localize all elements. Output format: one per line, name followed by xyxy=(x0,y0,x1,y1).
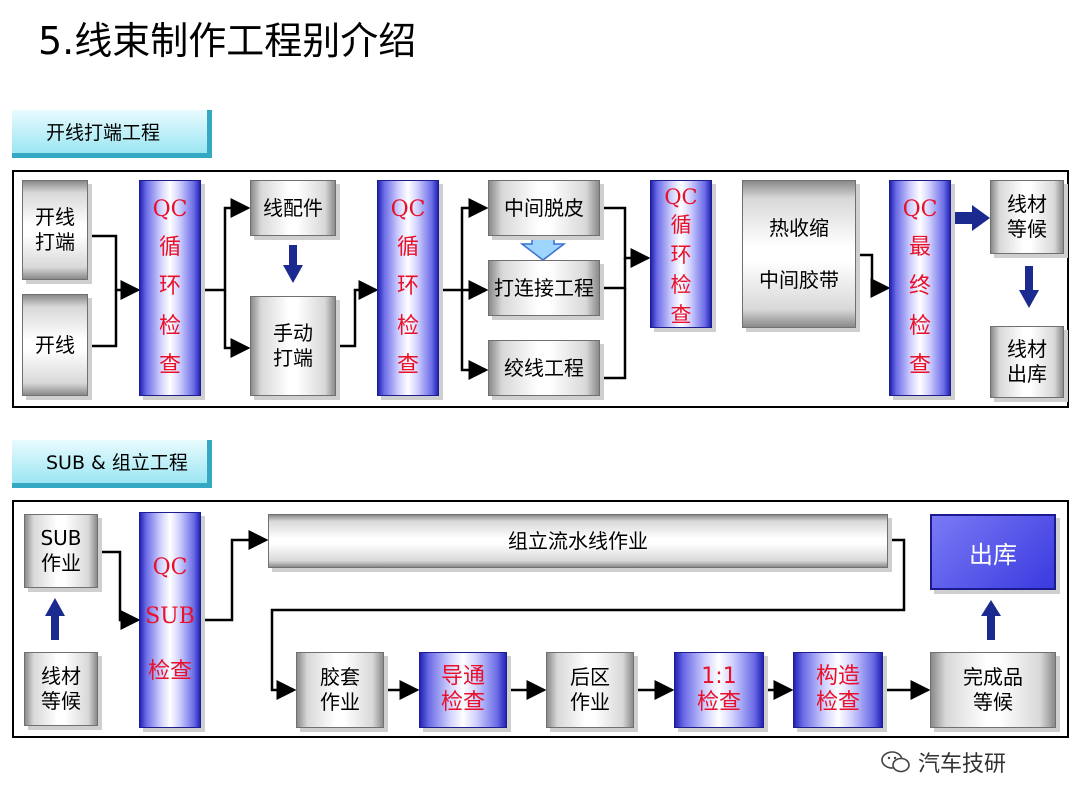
process-box-chuku: 出库 xyxy=(930,514,1056,590)
qc-char: SUB xyxy=(145,604,195,629)
qc-sub-check: QC SUB 检查 xyxy=(139,512,201,728)
section-tab-label: SUB & 组立工程 xyxy=(46,452,188,474)
qc-char: 检 xyxy=(158,313,181,339)
process-box-yiyi-check: 1:1 检查 xyxy=(674,652,764,728)
qc-char: 循 xyxy=(396,235,419,261)
qc-char: 循 xyxy=(670,213,692,237)
qc-char: 环 xyxy=(670,243,692,267)
page-title: 5.线束制作工程别介绍 xyxy=(38,19,417,63)
arrow xyxy=(223,290,251,358)
qc-char: QC xyxy=(152,196,188,222)
qc-char: QC xyxy=(152,555,188,580)
up-arrow-icon xyxy=(981,600,1001,640)
qc-char: 查 xyxy=(908,353,931,379)
qc-final-check: QC 最 终 检 查 xyxy=(889,180,951,396)
qc-char: 终 xyxy=(908,274,931,300)
section-tab-assembly: SUB & 组立工程 xyxy=(12,440,212,488)
wechat-icon xyxy=(880,749,912,775)
arrow xyxy=(202,530,269,622)
qc-char: QC xyxy=(390,196,426,222)
qc-loop-check-2: QC 循 环 检 查 xyxy=(377,180,439,396)
process-box-xiancai-denghou-2: 线材 等候 xyxy=(24,652,98,726)
watermark: 汽车技研 xyxy=(880,746,1006,778)
arrow xyxy=(90,234,141,300)
qc-char: 最 xyxy=(908,235,931,261)
section-tab-label: 开线打端工程 xyxy=(46,122,161,144)
arrow xyxy=(460,290,489,380)
process-box-sub-zuoye: SUB 作业 xyxy=(24,514,98,588)
process-box-kaixian: 开线 xyxy=(22,294,88,396)
section-tab-cutting: 开线打端工程 xyxy=(12,110,212,158)
qc-char: 环 xyxy=(158,274,181,300)
qc-char: 检 xyxy=(670,273,692,297)
process-box-dalianjie: 打连接工程 xyxy=(488,260,600,316)
qc-char: 检查 xyxy=(147,659,192,684)
qc-char: 环 xyxy=(396,274,419,300)
qc-char: 查 xyxy=(396,353,419,379)
process-box-xiancai-denghou: 线材 等候 xyxy=(990,180,1064,254)
process-box-jiaoxian: 绞线工程 xyxy=(488,340,600,396)
qc-char: QC xyxy=(664,185,698,209)
qc-char: 查 xyxy=(670,303,692,327)
qc-loop-check-1: QC 循 环 检 查 xyxy=(139,180,201,396)
qc-char: 查 xyxy=(158,353,181,379)
process-box-wanchengpin: 完成品 等候 xyxy=(930,652,1056,728)
qc-char: QC xyxy=(902,196,938,222)
process-box-daotong-check: 导通 检查 xyxy=(419,652,507,728)
right-arrow-icon xyxy=(953,205,990,231)
down-arrow-icon xyxy=(283,245,303,283)
process-box-houqu: 后区 作业 xyxy=(546,652,634,728)
arrow xyxy=(203,198,251,292)
qc-char: 检 xyxy=(908,313,931,339)
process-box-zuli-liushui: 组立流水线作业 xyxy=(268,514,888,568)
arrow xyxy=(600,206,651,268)
down-arrow-icon xyxy=(1019,266,1039,308)
process-box-jiaotao: 胶套 作业 xyxy=(296,652,384,728)
arrow xyxy=(440,198,489,292)
arrow xyxy=(270,538,906,700)
qc-loop-check-3: QC 循 环 检 查 xyxy=(650,180,712,328)
process-box-zhongjian-tuopi: 中间脱皮 xyxy=(488,180,600,236)
process-box-kaixian-daduan: 开线 打端 xyxy=(22,180,88,280)
qc-char: 循 xyxy=(158,235,181,261)
arrow xyxy=(857,253,891,298)
watermark-text: 汽车技研 xyxy=(918,752,1007,777)
process-box-xiancai-chuku: 线材 出库 xyxy=(990,326,1064,398)
process-box-gouzao-check: 构造 检查 xyxy=(793,652,883,728)
process-box-reshousuo: 热收缩 中间胶带 xyxy=(742,180,856,328)
up-arrow-icon xyxy=(45,598,65,640)
arrow xyxy=(100,550,141,630)
qc-char: 检 xyxy=(396,313,419,339)
process-box-xianpeijian: 线配件 xyxy=(250,180,336,236)
process-box-shoudong-daduan: 手动 打端 xyxy=(250,296,336,396)
arrow xyxy=(336,280,379,348)
